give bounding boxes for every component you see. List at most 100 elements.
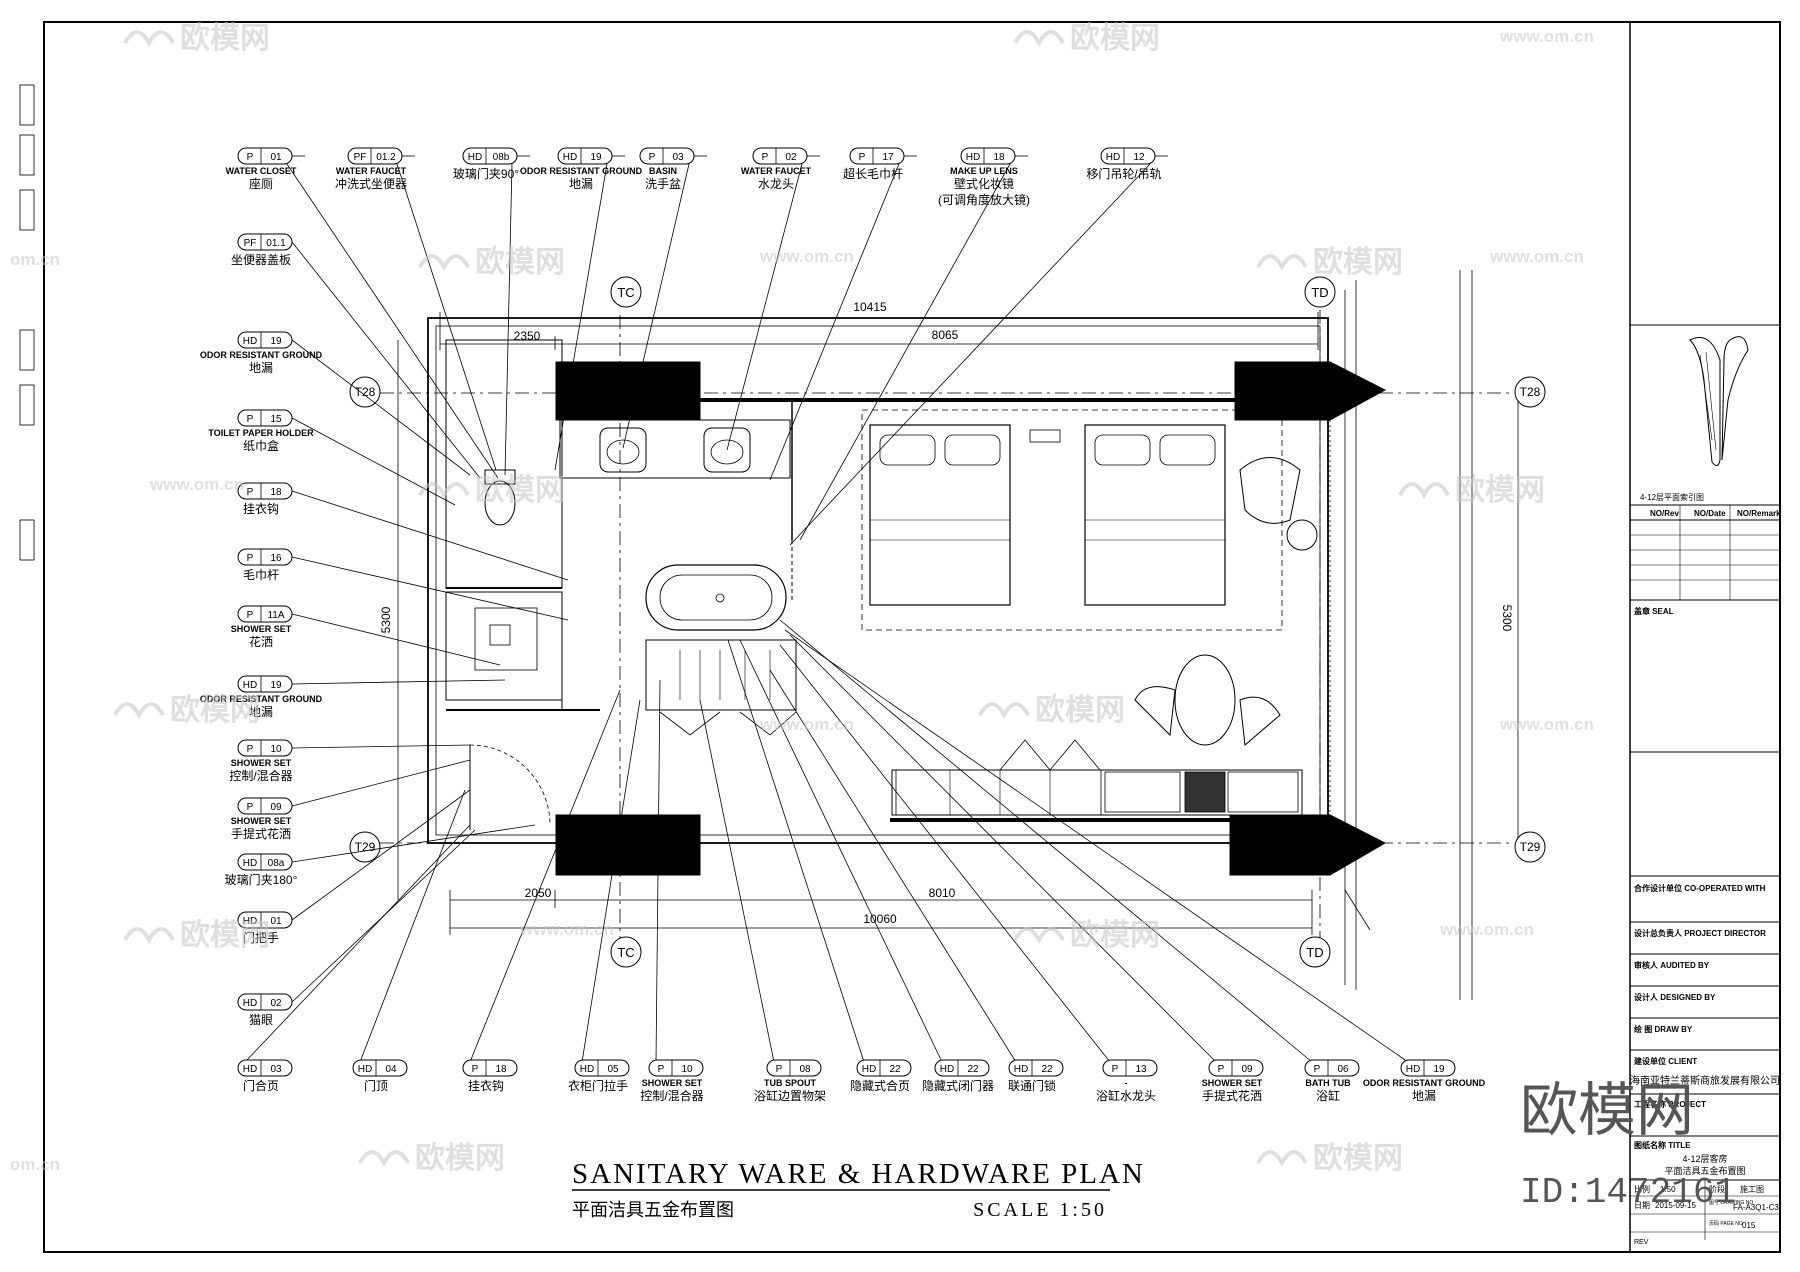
tag-label-cn: 冲洗式坐便器 [335,176,407,191]
rev-header-no: NO/Rev [1650,509,1679,518]
dim-left-height: 5300 [379,606,393,633]
tag-code: P [1218,1064,1225,1075]
tag-number: 02 [785,152,797,163]
tag-label-en: MAKE UP LENS [950,166,1018,176]
dim-top-room: 8065 [932,328,959,342]
tag-number: 09 [1241,1064,1253,1075]
client-name: 海南亚特兰蒂斯商旅发展有限公司 [1630,1074,1780,1087]
tag-label-cn: 浴缸边置物架 [754,1088,826,1103]
tag-left-11: HD 02 猫眼 [237,993,293,1027]
tag-number: 01 [270,916,282,927]
tag-code: HD [580,1064,594,1075]
grid-bubble-td-top: TD [1304,276,1336,308]
tag-label-cn: 门顶 [364,1078,388,1093]
tag-code: P [649,152,656,163]
tag-code: P [247,487,254,498]
dim-top-total: 10415 [853,300,887,314]
tag-code: P [247,414,254,425]
tag-label-en: TOILET PAPER HOLDER [208,428,314,438]
key-plan-caption: 4-12层平面索引图 [1640,492,1704,502]
watermark-brand-7: 欧模网 [1035,694,1125,727]
tag-label-cn: 隐藏式合页 [850,1078,910,1093]
tag-number: 01.2 [376,152,396,163]
svg-text:TD: TD [1306,945,1323,960]
watermark-logo-icon [1013,30,1065,48]
tag-number: 08 [799,1064,811,1075]
rev-table-lines [1630,534,1780,581]
rev-header-remark: NO/Remark [1737,509,1781,518]
tag-label-cn: 地漏 [249,705,273,719]
tag-label-cn: 地漏 [1412,1089,1436,1103]
watermark-logo-icon [418,482,470,500]
grid-bubble-tc-top: TC [610,276,642,308]
tag-code: P [762,152,769,163]
plan-title-cn: 平面洁具五金布置图 [572,1200,734,1220]
tag-code: P [776,1064,783,1075]
grid-bubble-td-bottom: TD [1299,936,1331,968]
tag-label-cn: 猫眼 [249,1013,273,1027]
watermark-short-0: om.cn [10,250,60,269]
tag-code: PF [354,152,367,163]
tag-code: HD [966,152,980,163]
tag-label-en: TUB SPOUT [764,1078,817,1088]
tag-label-cn: 控制/混合器 [640,1088,703,1103]
watermark-url-4: www.om.cn [759,715,854,734]
svg-text:T28: T28 [355,385,376,399]
project-director-label: 设计总负责人 PROJECT DIRECTOR [1634,928,1766,938]
watermark-brand-9: 欧模网 [1070,919,1160,952]
watermark-brand-1: 欧模网 [1070,22,1160,55]
page-label: 页码 PAGE NO [1709,1220,1743,1227]
sheet-border [43,21,1781,1253]
tag-label-cn: 壁式化妆镜 [954,176,1014,191]
plan-scale: SCALE 1:50 [973,1199,1107,1221]
tag-label-cn: 纸巾盒 [243,438,279,453]
tag-label-cn: 挂衣钩 [468,1078,504,1093]
grid-bubble-t28-left: T28 [349,376,381,408]
watermark-logo-icon [1398,482,1450,500]
tag-code: P [247,553,254,564]
tag-code: HD [243,998,257,1009]
watermark-url-7: www.om.cn [1439,920,1534,939]
tag-label-cn: 地漏 [249,361,273,375]
drawing-no: FA-A3Q1-C3 [1733,1203,1779,1212]
tag-label-en: SHOWER SET [231,816,292,826]
watermark-logo-icon [123,30,175,48]
tag-label-en: SHOWER SET [231,624,292,634]
watermarks: 欧模网欧模网欧模网欧模网欧模网欧模网欧模网欧模网欧模网欧模网欧模网欧模网www.… [10,22,1594,1175]
svg-text:T29: T29 [1520,840,1541,854]
watermark-url-6: www.om.cn [519,920,614,939]
watermark-url-3: www.om.cn [1489,247,1584,266]
svg-text:T28: T28 [1520,385,1541,399]
project-label: 工程名称 PROJECT [1634,1099,1706,1109]
tag-label-en: ODOR RESISTANT GROUND [520,166,643,176]
date-value: 2015-09-15 [1655,1201,1696,1210]
tag-number: 02 [270,998,282,1009]
scale-label: 比例 [1634,1184,1650,1194]
tag-code: HD [1014,1064,1028,1075]
tag-number: 18 [270,487,282,498]
svg-text:TC: TC [617,945,634,960]
dim-right-height: 5300 [1500,605,1514,632]
tag-number: 10 [681,1064,693,1075]
tag-label-en: ODOR RESISTANT GROUND [200,350,323,360]
tag-label-en: BASIN [649,166,677,176]
watermark-brand-3: 欧模网 [1313,246,1403,279]
tag-label-cn: 花洒 [249,634,273,649]
